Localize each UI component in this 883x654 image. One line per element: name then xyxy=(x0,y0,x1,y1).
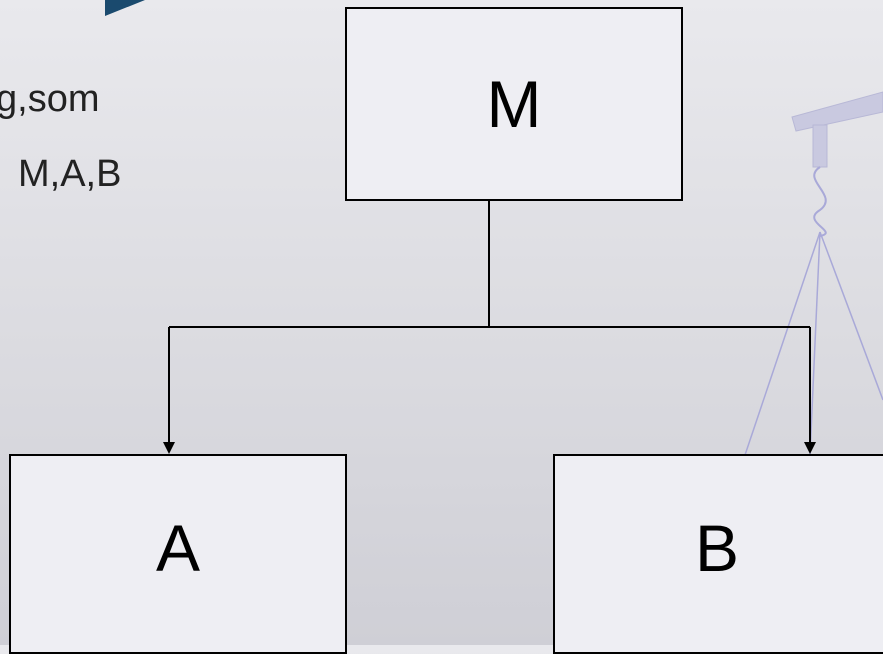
node-b: B xyxy=(553,454,883,654)
node-m-label: M xyxy=(486,67,542,141)
node-a: A xyxy=(9,454,347,654)
node-a-label: A xyxy=(155,511,201,585)
arrowhead-b xyxy=(804,442,816,454)
text-line-2: M,A,B xyxy=(18,153,122,195)
node-b-label: B xyxy=(694,511,740,585)
node-m: M xyxy=(345,7,683,201)
accent-triangle xyxy=(105,0,145,16)
crane-illustration xyxy=(744,91,883,456)
text-line-1: g,som xyxy=(0,78,100,120)
arrowhead-a xyxy=(163,442,175,454)
